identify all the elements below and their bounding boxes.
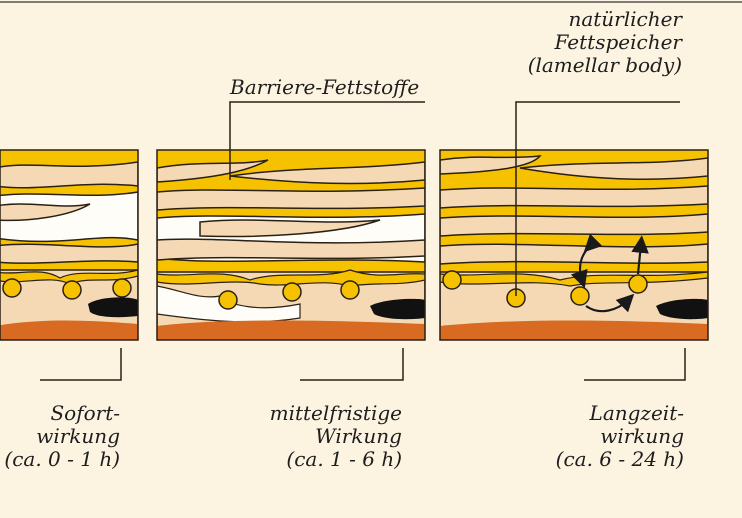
lamellar-body-label: natürlicher Fettspeicher (lamellar body) (528, 8, 682, 77)
panel-medium (157, 150, 425, 340)
barrier-lipids-label: Barriere-Fettstoffe (230, 76, 419, 99)
bracket-long-term (584, 348, 685, 380)
caption-long-term: Langzeit- wirkung (ca. 6 - 24 h) (556, 402, 684, 471)
caption-immediate: Sofort- wirkung (ca. 0 - 1 h) (4, 402, 120, 471)
panel-immediate (0, 150, 138, 340)
bracket-immediate (40, 348, 121, 380)
bracket-medium (300, 348, 403, 380)
panel-long-term (440, 150, 708, 340)
caption-medium: mittelfristige Wirkung (ca. 1 - 6 h) (270, 402, 402, 471)
